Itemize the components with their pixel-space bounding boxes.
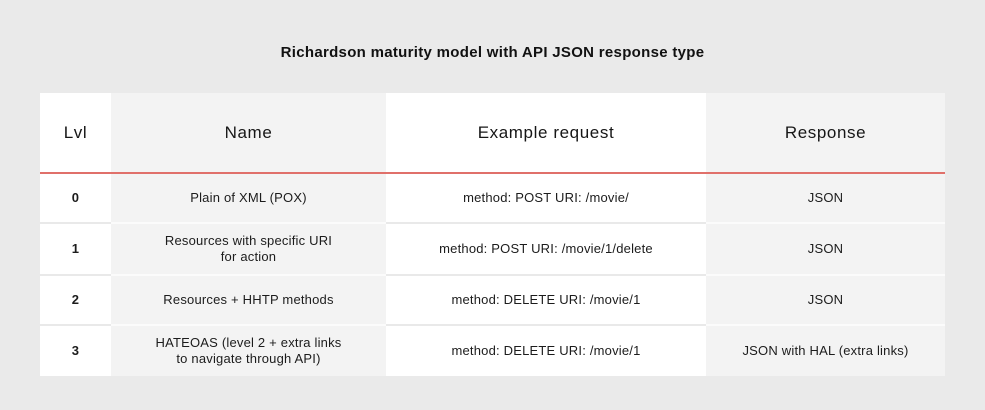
column-header-name: Name: [111, 93, 386, 174]
column-header-lvl: Lvl: [40, 93, 111, 174]
cell-response-row1: JSON: [706, 224, 945, 276]
cell-response-row0: JSON: [706, 174, 945, 224]
column-header-example: Example request: [386, 93, 706, 174]
cell-lvl-row0: 0: [40, 174, 111, 224]
cell-name-row0: Plain of XML (POX): [111, 174, 386, 224]
cell-name-row1: Resources with specific URI for action: [111, 224, 386, 276]
cell-example-row1: method: POST URI: /movie/1/delete: [386, 224, 706, 276]
cell-name-row3: HATEOAS (level 2 + extra links to naviga…: [111, 326, 386, 376]
cell-lvl-row3: 3: [40, 326, 111, 376]
maturity-table: Lvl Name Example request Response 0 Plai…: [40, 93, 945, 376]
cell-example-row3: method: DELETE URI: /movie/1: [386, 326, 706, 376]
cell-example-row0: method: POST URI: /movie/: [386, 174, 706, 224]
cell-lvl-row2: 2: [40, 276, 111, 326]
page-title: Richardson maturity model with API JSON …: [280, 44, 705, 61]
column-header-response: Response: [706, 93, 945, 174]
cell-name-row2: Resources + HHTP methods: [111, 276, 386, 326]
cell-response-row3: JSON with HAL (extra links): [706, 326, 945, 376]
cell-response-row2: JSON: [706, 276, 945, 326]
cell-example-row2: method: DELETE URI: /movie/1: [386, 276, 706, 326]
cell-lvl-row1: 1: [40, 224, 111, 276]
